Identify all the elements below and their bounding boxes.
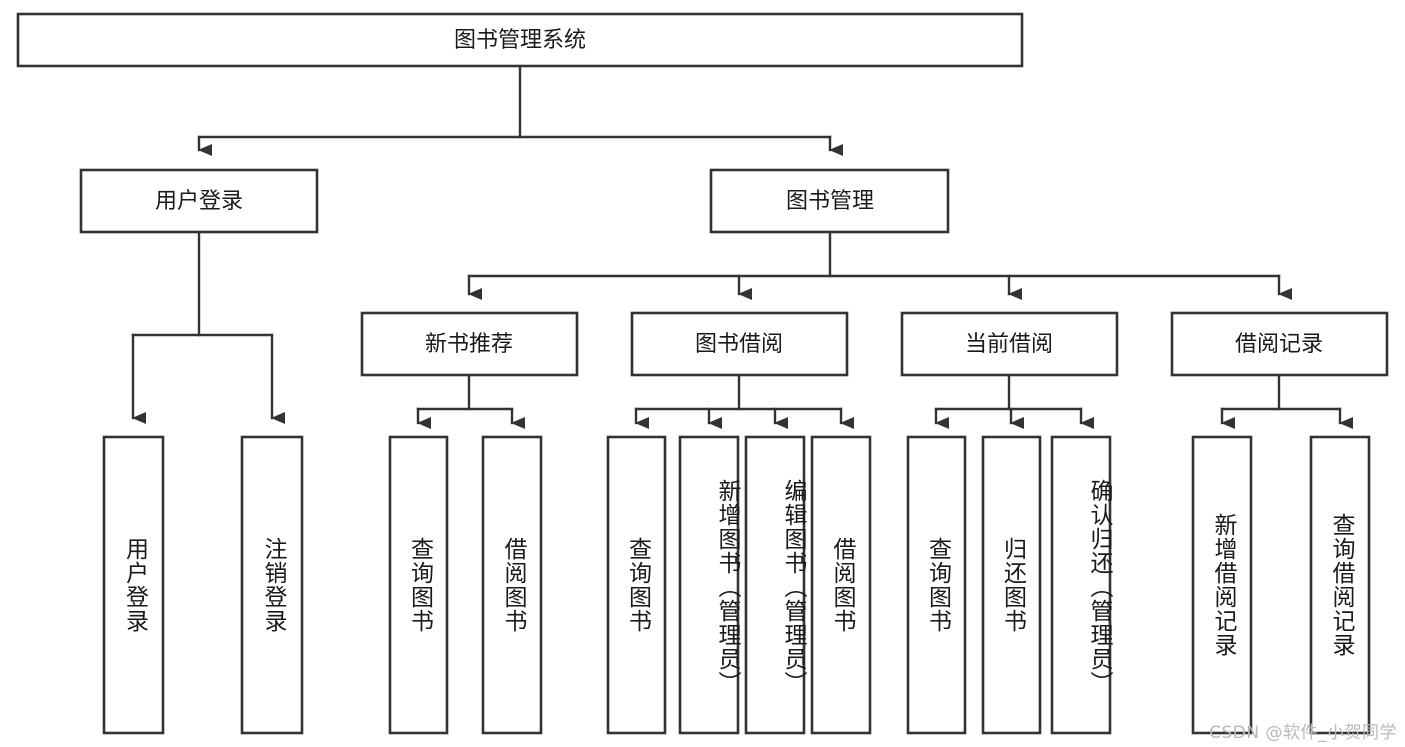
node-book-management-label: 图书管理 (786, 189, 874, 214)
leaf-box-3[interactable] (481, 435, 543, 735)
node-book-borrow[interactable]: 图书借阅 (630, 311, 849, 377)
edges-record-to-leaves (1220, 373, 1353, 429)
leaf-box-1[interactable] (240, 435, 304, 735)
node-new-book-recommend-label: 新书推荐 (425, 332, 513, 357)
watermark: CSDN @软件_小贺同学 (1209, 723, 1397, 743)
leaf-box-5[interactable] (678, 435, 740, 735)
edges-bookmgmt-to-level3 (467, 230, 1292, 300)
node-book-management[interactable]: 图书管理 (709, 168, 950, 234)
leaf-box-9[interactable] (981, 435, 1042, 735)
edges-current-to-leaves (934, 373, 1094, 429)
node-root-label: 图书管理系统 (454, 28, 586, 53)
leaf-boxes (102, 435, 1371, 735)
leaf-box-10[interactable] (1050, 435, 1112, 735)
leaf-box-4[interactable] (606, 435, 667, 735)
node-root[interactable]: 图书管理系统 (16, 12, 1024, 68)
node-user-login[interactable]: 用户登录 (79, 168, 319, 234)
leaf-box-0[interactable] (102, 435, 165, 735)
node-borrow-record[interactable]: 借阅记录 (1170, 311, 1389, 377)
leaf-box-6[interactable] (744, 435, 806, 735)
node-borrow-record-label: 借阅记录 (1235, 332, 1323, 357)
node-current-borrow-label: 当前借阅 (965, 332, 1053, 357)
node-book-borrow-label: 图书借阅 (695, 332, 783, 357)
node-current-borrow[interactable]: 当前借阅 (900, 311, 1119, 377)
edges-root-to-level2 (197, 64, 843, 156)
leaf-box-2[interactable] (388, 435, 449, 735)
leaf-box-7[interactable] (810, 435, 872, 735)
leaf-box-8[interactable] (906, 435, 967, 735)
edges-newbook-to-leaves (416, 373, 525, 429)
leaf-box-11[interactable] (1191, 435, 1253, 735)
edges-borrow-to-leaves (634, 373, 854, 429)
node-user-login-label: 用户登录 (155, 189, 243, 214)
edges-userlogin-to-leaves (131, 230, 285, 424)
leaf-box-12[interactable] (1309, 435, 1371, 735)
node-new-book-recommend[interactable]: 新书推荐 (360, 311, 579, 377)
